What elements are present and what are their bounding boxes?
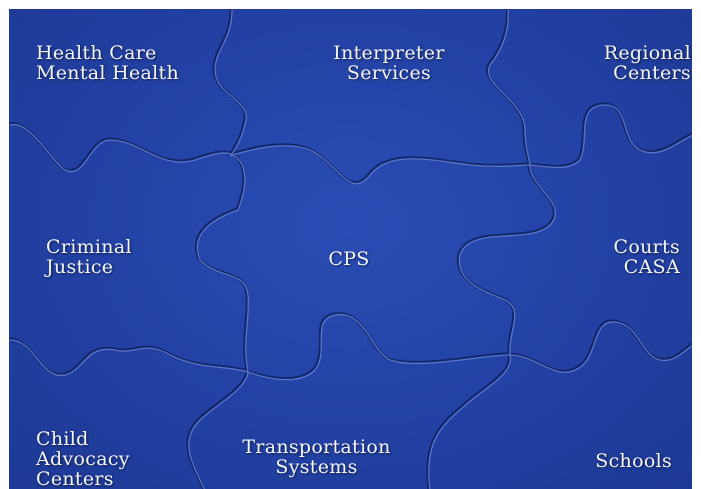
- piece-line: Child: [36, 428, 89, 450]
- piece-line: Services: [346, 62, 432, 84]
- piece-line: Mental Health: [36, 62, 180, 84]
- piece-interpreter-services: Interpreter Services: [314, 43, 464, 83]
- piece-child-advocacy-centers: Child Advocacy Centers: [36, 429, 130, 489]
- piece-line: Centers: [613, 62, 691, 84]
- piece-line: Courts: [613, 236, 680, 258]
- puzzle-board: Health Care Mental Health Interpreter Se…: [9, 9, 692, 489]
- piece-line: CASA: [623, 256, 680, 278]
- piece-line: Health Care: [36, 42, 157, 64]
- piece-health-care: Health Care Mental Health: [36, 43, 179, 83]
- piece-cps: CPS: [309, 249, 389, 269]
- piece-line: Criminal: [46, 236, 132, 258]
- piece-line: Schools: [595, 450, 672, 472]
- piece-regional-centers: Regional Centers: [604, 43, 691, 83]
- piece-line: Justice: [46, 256, 114, 278]
- piece-criminal-justice: Criminal Justice: [46, 237, 132, 277]
- piece-line: Interpreter: [333, 42, 445, 64]
- piece-line: Regional: [603, 42, 691, 64]
- piece-courts-casa: Courts CASA: [614, 237, 680, 277]
- piece-line: Transportation: [242, 436, 391, 458]
- piece-line: Advocacy: [36, 448, 130, 470]
- piece-line: CPS: [328, 248, 370, 270]
- piece-line: Centers: [36, 468, 114, 489]
- piece-line: Systems: [275, 456, 358, 478]
- puzzle-seams: [9, 9, 692, 489]
- piece-schools: Schools: [595, 451, 672, 471]
- piece-transportation-systems: Transportation Systems: [229, 437, 404, 477]
